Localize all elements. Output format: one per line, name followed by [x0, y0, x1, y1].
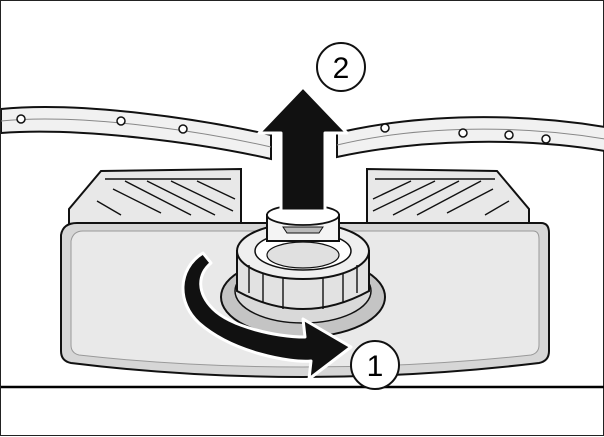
sump-housing: [68, 167, 530, 230]
spray-arm-holes: [16, 114, 551, 144]
twist-arrow: [181, 251, 353, 381]
vent-slats-right: [372, 178, 510, 216]
filter-cylinder: [220, 204, 386, 338]
step-1-number: 1: [367, 350, 384, 383]
step-1-badge: 1: [350, 340, 400, 390]
vent-slats-left: [96, 178, 236, 216]
spray-arm: [1, 106, 604, 161]
step-2-number: 2: [333, 52, 350, 85]
step-2-badge: 2: [316, 42, 366, 92]
lift-arrow: [257, 85, 349, 213]
